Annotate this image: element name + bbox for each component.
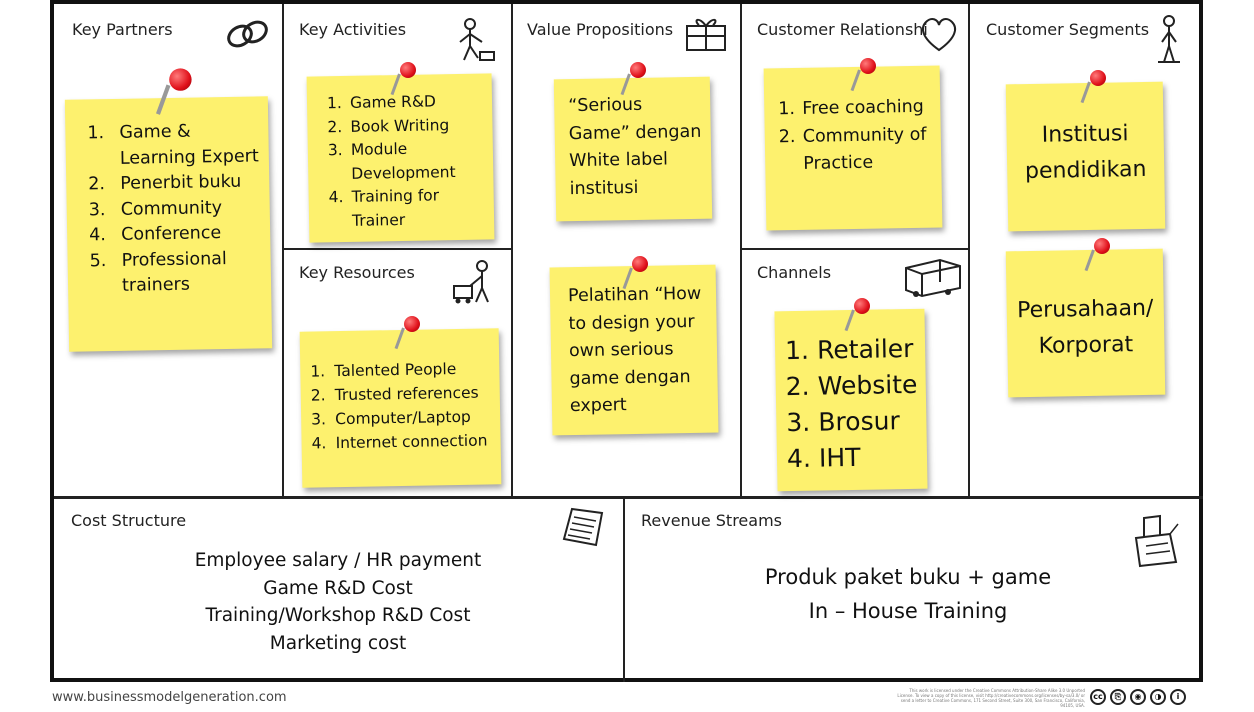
by-icon: ⎘	[1110, 689, 1126, 705]
pushpin-icon	[400, 316, 422, 354]
pushpin-icon	[850, 298, 872, 336]
cost-structure-title: Cost Structure	[71, 511, 186, 530]
divider	[623, 498, 625, 682]
cost-structure-text: Employee salary / HR payment Game R&D Co…	[132, 547, 544, 657]
heart-icon	[918, 14, 960, 54]
channels-title: Channels	[757, 263, 831, 282]
list-item: 4.Conference	[89, 220, 260, 248]
attribution-icon: i	[1170, 689, 1186, 705]
cost-line: Marketing cost	[132, 630, 544, 658]
customer-relationships-title: Customer Relationshi	[757, 20, 927, 39]
customer-relationships-list: 1.Free coaching 2.Community of Practice	[778, 94, 937, 179]
value-propositions-title: Value Propositions	[527, 20, 673, 39]
revenue-line: Produk paket buku + game	[716, 560, 1100, 594]
list-item: 1.Retailer	[785, 331, 922, 369]
person-icon	[1154, 14, 1184, 66]
channels-list: 1.Retailer 2.Website 3.Brosur 4.IHT	[785, 331, 923, 477]
channels-note: 1.Retailer 2.Website 3.Brosur 4.IHT	[774, 309, 927, 492]
pushpin-icon	[856, 58, 878, 96]
divider	[54, 496, 1203, 499]
divider	[511, 4, 513, 498]
list-item: 2.Book Writing	[327, 113, 486, 139]
pushpin-icon	[1086, 70, 1108, 108]
worker-with-cart-icon	[450, 258, 498, 306]
cost-line: Game R&D Cost	[132, 575, 544, 603]
list-item: 4.Training for Trainer	[328, 183, 488, 233]
nc-icon: ◉	[1130, 689, 1146, 705]
customer-segment-text-1: Institusi pendidikan	[1025, 121, 1147, 184]
gift-box-icon	[681, 14, 731, 54]
list-item: 2.Penerbit buku	[88, 169, 259, 197]
list-item: 3.Community	[89, 195, 260, 223]
pushpin-icon	[626, 62, 648, 100]
key-resources-title: Key Resources	[299, 263, 415, 282]
cash-register-icon	[1130, 508, 1182, 568]
license-text: This work is licensed under the Creative…	[895, 688, 1085, 708]
revenue-streams-title: Revenue Streams	[641, 511, 782, 530]
delivery-truck-icon	[902, 256, 964, 300]
receipt-icon	[560, 505, 608, 549]
customer-segments-note-2: Perusahaan/ Korporat	[1006, 249, 1166, 398]
list-item: 1.Free coaching	[778, 94, 936, 124]
list-item: 5.Professional trainers	[89, 246, 261, 300]
chain-links-icon	[222, 14, 274, 54]
list-item: 2.Trusted references	[311, 380, 496, 407]
pushpin-icon	[1090, 238, 1112, 276]
list-item: 3.Module Development	[328, 136, 488, 186]
pushpin-icon	[628, 256, 650, 294]
list-item: 4.Internet connection	[311, 428, 496, 455]
list-item: 1.Game & Learning Expert	[87, 118, 259, 172]
customer-segment-text-2: Perusahaan/ Korporat	[1017, 296, 1154, 359]
sa-icon: ◑	[1150, 689, 1166, 705]
key-resources-list: 1.Talented People 2.Trusted references 3…	[310, 356, 497, 455]
cost-line: Training/Workshop R&D Cost	[132, 602, 544, 630]
value-proposition-text-1: “Serious Game” dengan White label instit…	[568, 95, 701, 199]
revenue-line: In – House Training	[716, 594, 1100, 628]
key-partners-note: 1.Game & Learning Expert 2.Penerbit buku…	[65, 96, 272, 352]
divider	[282, 248, 511, 250]
divider	[740, 4, 742, 498]
divider	[740, 248, 969, 250]
footer-url[interactable]: www.businessmodelgeneration.com	[52, 690, 287, 705]
value-proposition-text-2: Pelatihan “How to design your own seriou…	[568, 284, 702, 416]
creative-commons-icons: cc ⎘ ◉ ◑ i	[1090, 689, 1186, 705]
key-partners-list: 1.Game & Learning Expert 2.Penerbit buku…	[87, 118, 261, 299]
list-item: 3.Computer/Laptop	[311, 404, 496, 431]
pushpin-icon	[164, 68, 195, 121]
list-item: 2.Community of Practice	[779, 121, 938, 179]
divider	[968, 4, 970, 498]
list-item: 3.Brosur	[786, 403, 923, 441]
key-activities-list: 1.Game R&D 2.Book Writing 3.Module Devel…	[327, 90, 488, 234]
worker-icon	[456, 16, 496, 64]
revenue-streams-text: Produk paket buku + game In – House Trai…	[716, 560, 1100, 628]
key-partners-title: Key Partners	[72, 20, 173, 39]
list-item: 4.IHT	[787, 439, 924, 477]
cc-icon: cc	[1090, 689, 1106, 705]
list-item: 1.Talented People	[310, 356, 495, 383]
cost-line: Employee salary / HR payment	[132, 547, 544, 575]
list-item: 2.Website	[785, 367, 922, 405]
pushpin-icon	[396, 62, 418, 100]
key-activities-title: Key Activities	[299, 20, 406, 39]
divider	[282, 4, 284, 498]
customer-segments-title: Customer Segments	[986, 20, 1149, 39]
